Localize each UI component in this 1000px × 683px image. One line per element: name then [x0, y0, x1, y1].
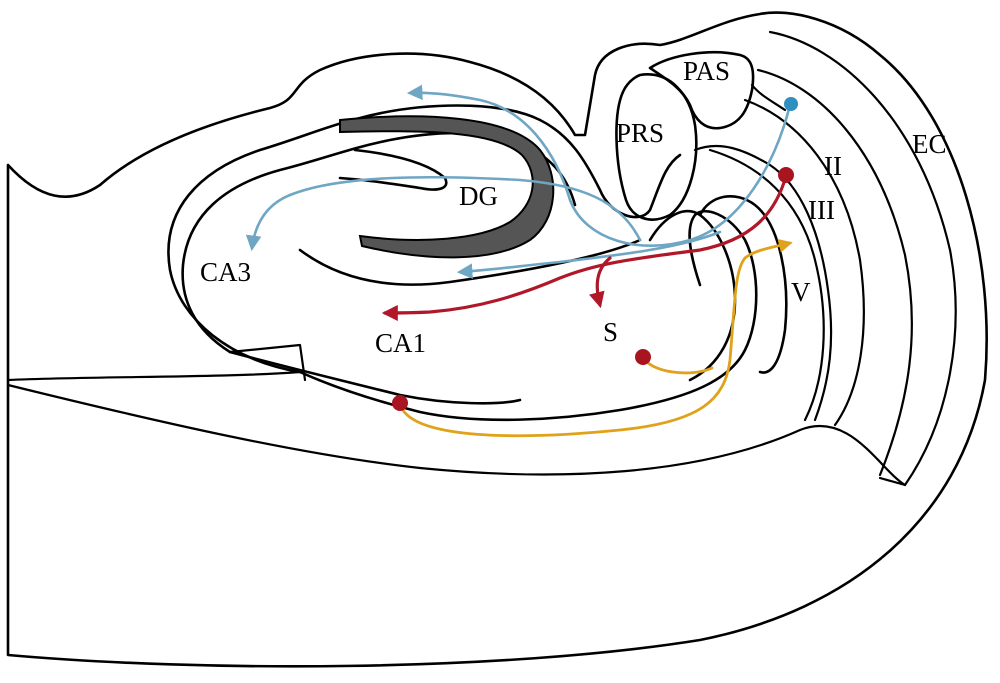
subiculum-region-outline — [648, 209, 737, 382]
alveus-line — [228, 343, 307, 382]
ec-layer-v-line — [708, 148, 825, 422]
ec-outer-layer-line — [768, 30, 957, 487]
label-layer-iii: III — [808, 195, 835, 225]
ca1-neuron-dot — [392, 395, 408, 411]
ec-layer-iii-line — [743, 98, 865, 427]
orange-pathway-from-ca1 — [398, 238, 793, 438]
ca-field-outer-contour — [167, 104, 682, 374]
layer-iii-neuron-dot — [778, 167, 794, 183]
pas-region-outline — [648, 50, 755, 130]
red-pathway-to-subiculum — [589, 256, 612, 309]
label-pas: PAS — [683, 56, 730, 86]
outer-cortex-outline — [6, 11, 988, 668]
ec-layer-ii-line — [756, 68, 913, 477]
ca1-lower-contour — [228, 350, 522, 405]
white-matter-boundary — [6, 383, 907, 487]
subiculum-neuron-dot — [635, 349, 651, 365]
hippocampal-fissure-curve — [298, 238, 642, 286]
label-layer-ii: II — [824, 151, 842, 181]
label-ca3: CA3 — [200, 257, 251, 287]
blue-pathway-to-ca3 — [245, 175, 642, 252]
pas-ec-border-line — [750, 83, 787, 112]
prs-region-outline — [615, 73, 698, 221]
label-ec: EC — [912, 129, 947, 159]
blue-pathway-to-dg — [406, 84, 792, 247]
label-prs: PRS — [616, 118, 664, 148]
dg-inner-hook — [338, 148, 448, 191]
dentate-gyrus-granule-layer — [339, 115, 555, 259]
blue-pathway-to-dg-lower — [456, 230, 722, 279]
subiculum-inner-curve — [698, 195, 788, 374]
prs-ec-border-line — [693, 144, 833, 422]
layer-ii-neuron-dot — [784, 97, 798, 111]
label-dg: DG — [459, 181, 498, 211]
orange-pathway-from-subiculum — [641, 355, 714, 375]
angular-bundle-line — [6, 370, 302, 382]
label-layer-v: V — [791, 277, 811, 307]
label-ca1: CA1 — [375, 328, 426, 358]
label-s: S — [603, 317, 618, 347]
red-pathway-to-ca1 — [381, 174, 788, 321]
